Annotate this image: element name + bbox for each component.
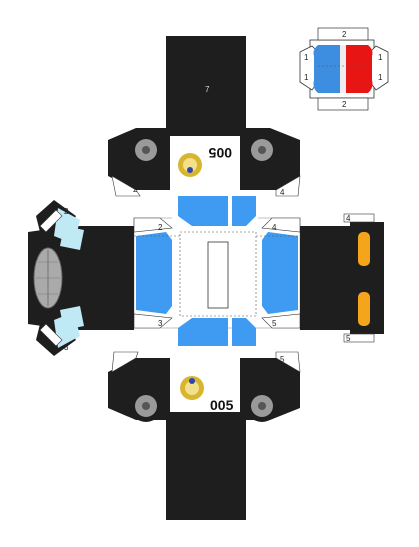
- windshield-right: [232, 196, 256, 226]
- beacon-cutout: 2 1 1 1 1 2: [299, 27, 389, 111]
- glue-tab-number: 1: [378, 53, 383, 62]
- glue-tab-number: 2: [40, 235, 45, 244]
- roof-strip-bottom: [166, 420, 246, 520]
- glue-tab-number: 2: [64, 207, 69, 216]
- wheel-icon: [246, 390, 278, 422]
- glue-tab-number: 1: [304, 73, 309, 82]
- unit-number-top: 005: [208, 145, 232, 161]
- roof-tab-number: 7: [205, 85, 210, 94]
- rear-window-left: [178, 318, 228, 346]
- unit-number-bottom: 005: [210, 397, 234, 413]
- side-window-right: [262, 232, 298, 314]
- glue-tab-number: 5: [280, 355, 285, 364]
- beacon-red-light: [346, 45, 373, 93]
- roof-panel: [166, 36, 246, 144]
- wheel-icon: [246, 134, 278, 166]
- glue-tab-number: 2: [133, 185, 138, 194]
- glue-tab-number: 2: [158, 223, 163, 232]
- police-emblem-icon: [180, 376, 204, 400]
- glue-tab-number: 4: [280, 188, 285, 197]
- indicator-light-icon: [358, 292, 370, 326]
- rear-window-right: [232, 318, 256, 346]
- beacon-bottom-tab: [317, 97, 369, 111]
- beacon-top-tab: [317, 27, 369, 41]
- roof-strip-top: 7: [166, 36, 246, 144]
- roof-slot: [207, 241, 229, 309]
- beacon-blue-light: [313, 45, 340, 93]
- side-panel-top: 005 2 4: [108, 128, 301, 197]
- glue-tab-number: 3: [132, 363, 137, 372]
- side-panel-bottom: 005 3 5: [108, 351, 301, 422]
- indicator-light-icon: [358, 232, 370, 266]
- side-window-left: [136, 232, 172, 314]
- police-emblem-icon: [178, 153, 202, 177]
- wheel-icon: [130, 390, 162, 422]
- glue-tab-number: 5: [346, 334, 351, 343]
- trunk-panel: [300, 226, 356, 330]
- glue-tab-number: 3: [158, 319, 163, 328]
- glue-tab-number: 4: [272, 223, 277, 232]
- wheel-icon: [130, 134, 162, 166]
- glue-tab-number: 1: [378, 73, 383, 82]
- rear-panel: 4 5: [300, 213, 384, 343]
- car-top-center: 2 4 3 5: [133, 196, 301, 346]
- glue-tab-number: 4: [346, 214, 351, 223]
- glue-tab-number: 2: [342, 30, 347, 39]
- glue-tab-number: 1: [304, 53, 309, 62]
- glue-tab-number: 3: [64, 343, 69, 352]
- front-panel: 2 2 3 3: [28, 200, 134, 356]
- glue-tab-number: 2: [342, 100, 347, 109]
- windshield-left: [178, 196, 228, 226]
- glue-tab-number: 3: [40, 311, 45, 320]
- glue-tab-number: 5: [272, 319, 277, 328]
